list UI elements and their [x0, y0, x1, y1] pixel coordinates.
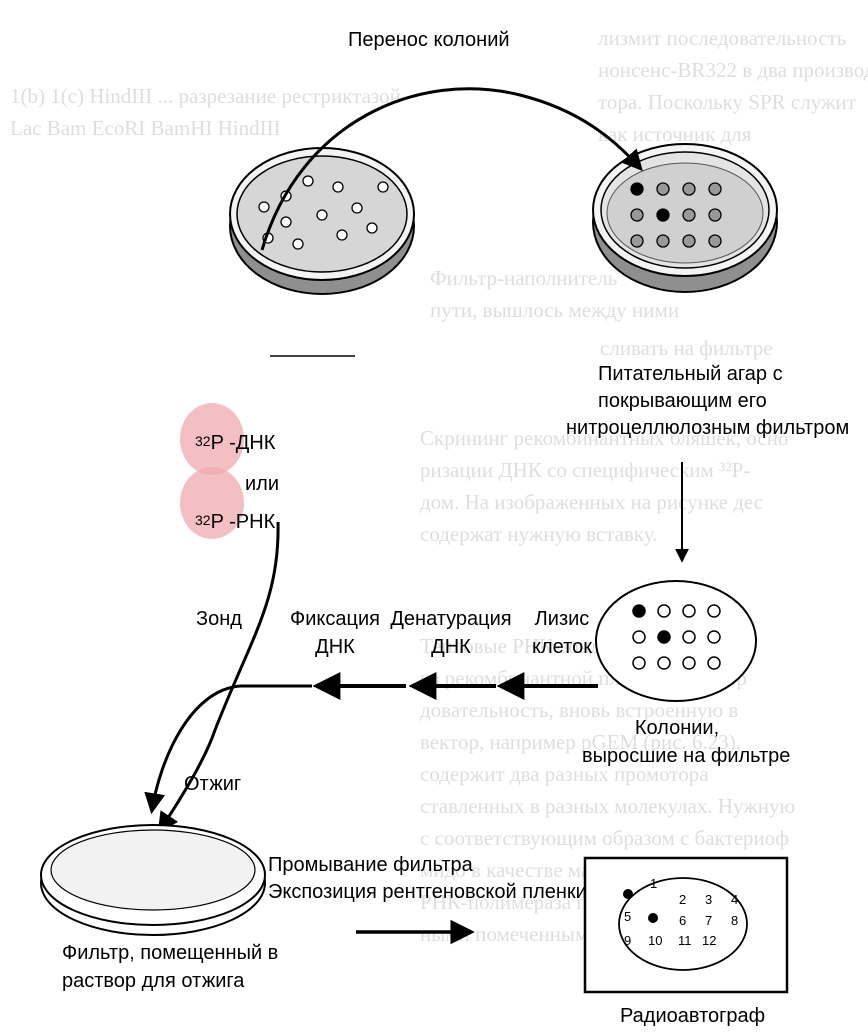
colony	[683, 235, 695, 247]
colony	[367, 223, 377, 233]
spot-number: 4	[731, 893, 738, 907]
lysis-line2: клеток	[520, 635, 604, 659]
colony	[683, 657, 695, 669]
spot-number: 2	[679, 893, 686, 907]
colony	[683, 209, 695, 221]
colony	[631, 209, 643, 221]
colony	[658, 605, 670, 617]
colony	[708, 657, 720, 669]
spot-number: 5	[624, 910, 631, 924]
spot-number: 7	[705, 914, 712, 928]
colony	[709, 235, 721, 247]
colony	[683, 183, 695, 195]
colonies-label: Колонии, выросшие на фильтре	[582, 716, 772, 768]
colony	[337, 230, 347, 240]
colony	[303, 176, 313, 186]
colony	[658, 657, 670, 669]
lysis-line1: Лизис	[520, 607, 604, 631]
spot-number: 1	[650, 877, 657, 891]
agar-label-line1: Питательный агар с	[598, 362, 783, 386]
transfer-label: Перенос колоний	[348, 28, 510, 52]
positive-colony	[657, 209, 669, 221]
probe-label: Зонд	[196, 607, 242, 631]
isotope-mass: 32	[195, 512, 211, 528]
master-petri-dish	[230, 148, 414, 294]
agar-label-line3: нитроцеллюлозным фильтром	[566, 416, 849, 440]
spot-number: 6	[679, 914, 686, 928]
colony	[293, 239, 303, 249]
spot-number: 8	[731, 914, 738, 928]
denaturation-label: Денатурация ДНК	[386, 607, 516, 659]
filter-label-line2: раствор для отжига	[62, 969, 244, 993]
colony	[333, 182, 343, 192]
positive-colony	[631, 183, 643, 195]
colony	[259, 202, 269, 212]
colonies-line2: выросшие на фильтре	[582, 744, 772, 768]
probe-or-label: или	[245, 472, 279, 496]
colony	[633, 657, 645, 669]
spot-number: 10	[648, 934, 662, 948]
spot-number: 12	[702, 934, 716, 948]
colony	[317, 210, 327, 220]
wash-label: Промывание фильтра	[268, 853, 473, 877]
hybridization-dish	[41, 825, 265, 935]
annealing-label: Отжиг	[184, 772, 241, 796]
positive-spot	[648, 913, 658, 923]
colony	[281, 217, 291, 227]
fixation-line1: Фиксация	[280, 607, 390, 631]
spot-number: 3	[705, 893, 712, 907]
agar-label-line2: покрывающим его	[598, 389, 767, 413]
lysis-label: Лизис клеток	[520, 607, 604, 659]
fixation-label: Фиксация ДНК	[280, 607, 390, 659]
positive-colony	[633, 605, 645, 617]
colony	[657, 235, 669, 247]
colony	[709, 209, 721, 221]
colony	[708, 605, 720, 617]
colony	[352, 203, 362, 213]
dna-text: -ДНК	[229, 432, 275, 454]
autoradiograph-label: Радиоавтограф	[620, 1004, 765, 1028]
denaturation-line2: ДНК	[386, 635, 516, 659]
exposure-label: Экспозиция рентгеновской пленки	[268, 880, 587, 904]
colony	[683, 631, 695, 643]
colony	[683, 605, 695, 617]
filter-label-line1: Фильтр, помещенный в	[62, 941, 278, 965]
rna-text: -РНК	[229, 511, 275, 533]
isotope-mass: 32	[195, 433, 211, 449]
probe-dna-label: 32P -ДНК	[195, 431, 275, 455]
isotope-symbol: P	[211, 432, 224, 454]
positive-spot	[623, 889, 633, 899]
isotope-symbol: P	[211, 511, 224, 533]
denaturation-line1: Денатурация	[386, 607, 516, 631]
colony	[708, 631, 720, 643]
colony	[657, 183, 669, 195]
colony	[633, 631, 645, 643]
positive-colony	[658, 631, 670, 643]
colony	[631, 235, 643, 247]
spot-number: 11	[678, 934, 692, 948]
colony	[378, 182, 388, 192]
probe-rna-label: 32P -РНК	[195, 510, 275, 534]
spot-number: 9	[624, 934, 631, 948]
fixation-line2: ДНК	[280, 635, 390, 659]
colony	[709, 183, 721, 195]
filter-petri-dish	[593, 144, 777, 292]
lysed-filter	[596, 581, 756, 701]
colonies-line1: Колонии,	[582, 716, 772, 740]
